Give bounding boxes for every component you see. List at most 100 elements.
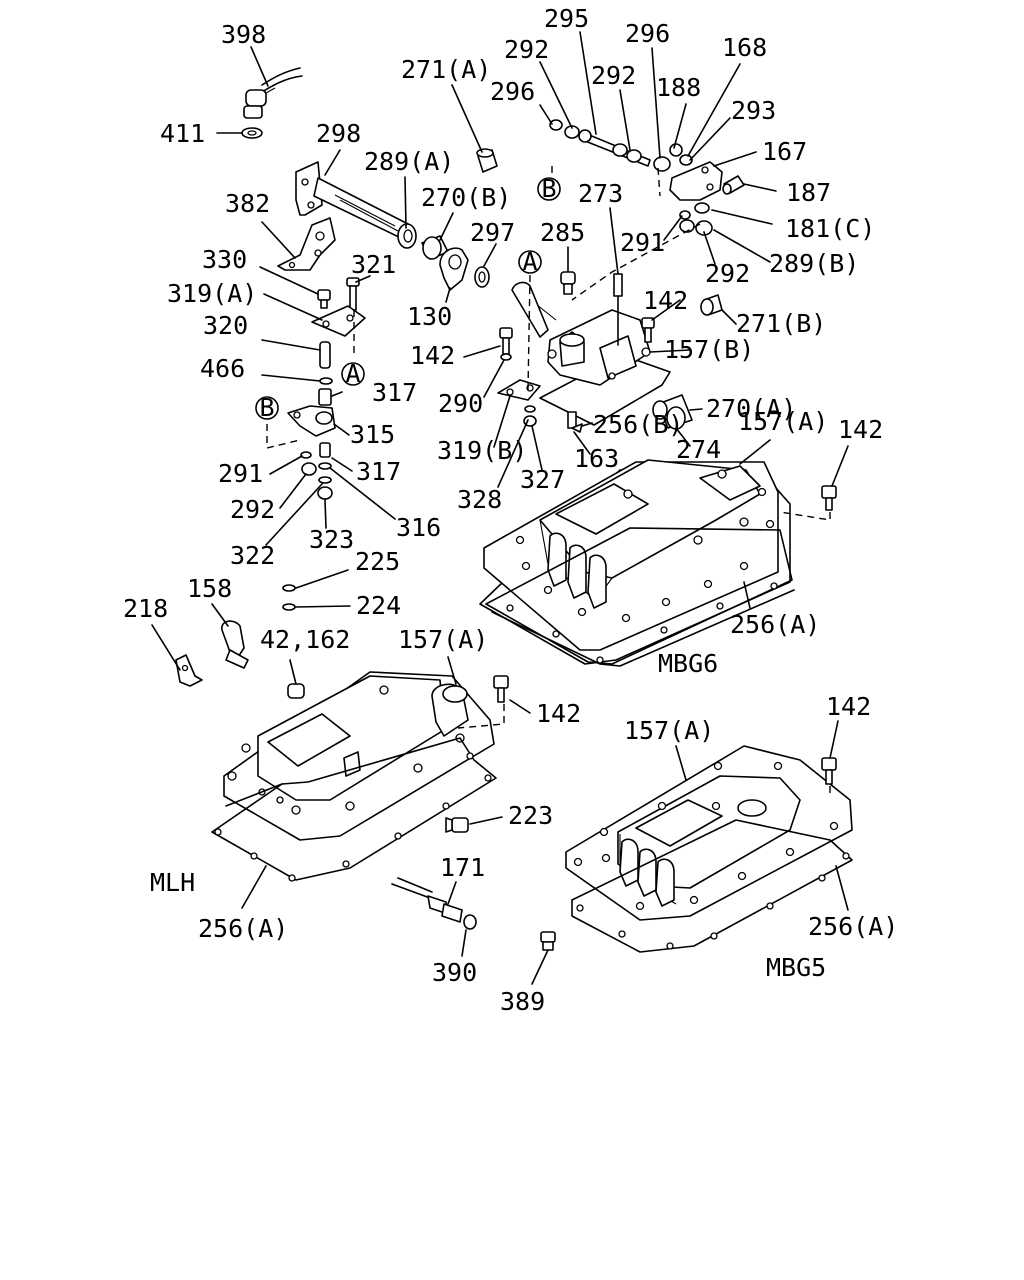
label-42-162: 42,162 xyxy=(260,625,350,654)
label-271b: 271(B) xyxy=(736,309,826,338)
label-328: 328 xyxy=(457,485,502,514)
washer-224-drawing xyxy=(282,603,296,611)
label-157a-mbg5: 157(A) xyxy=(624,716,714,745)
label-270b: 270(B) xyxy=(421,183,511,212)
label-256a-mbg6: 256(A) xyxy=(730,610,820,639)
label-171: 171 xyxy=(440,853,485,882)
label-298: 298 xyxy=(316,119,361,148)
washer-316-drawing xyxy=(318,462,332,470)
label-297: 297 xyxy=(470,218,515,247)
label-319a: 319(A) xyxy=(167,279,257,308)
label-296-left: 296 xyxy=(490,77,535,106)
pin-187-drawing xyxy=(722,175,745,195)
washer-291-drawing xyxy=(679,210,691,220)
label-382: 382 xyxy=(225,189,270,218)
bolt-142-left-drawing xyxy=(499,327,513,355)
clamp-158-drawing xyxy=(221,620,249,669)
label-319b: 319(B) xyxy=(437,436,527,465)
callout-a-left: A xyxy=(341,359,365,388)
label-181c: 181(C) xyxy=(785,214,875,243)
label-330: 330 xyxy=(202,245,247,274)
plug-389-drawing xyxy=(540,931,556,951)
label-317-upper: 317 xyxy=(372,378,417,407)
washer-225-drawing xyxy=(282,584,296,592)
washer-291-left-drawing xyxy=(300,451,312,459)
label-142-upper: 142 xyxy=(643,286,688,315)
washer-390-drawing xyxy=(463,914,477,930)
bolt-142-mbg6-drawing xyxy=(821,485,837,511)
label-157a-mbg6: 157(A) xyxy=(738,407,828,436)
bolt-142-mbg5-drawing xyxy=(821,757,837,785)
label-291-right: 291 xyxy=(620,228,665,257)
label-292-right: 292 xyxy=(705,259,750,288)
label-389: 389 xyxy=(500,987,545,1016)
nut-323-drawing xyxy=(317,486,333,500)
label-398: 398 xyxy=(221,20,266,49)
bracket-167-drawing xyxy=(669,161,723,201)
bushing-271b-drawing xyxy=(700,294,723,316)
label-327: 327 xyxy=(520,465,565,494)
label-289a: 289(A) xyxy=(364,147,454,176)
label-466: 466 xyxy=(200,354,245,383)
label-321: 321 xyxy=(351,250,396,279)
callout-a-upper: A xyxy=(518,247,542,276)
pin-163-drawing xyxy=(567,411,583,433)
callout-b-left: B xyxy=(255,393,279,422)
label-256b: 256(B) xyxy=(593,410,683,439)
plate-319b-drawing xyxy=(497,379,541,401)
bolt-321-drawing xyxy=(346,277,360,311)
sensor-171-drawing xyxy=(391,877,463,923)
shift-tower-157b-drawing xyxy=(511,281,671,426)
part-labels: 398 411 298 289(A) 271(A) 296 292 295 29… xyxy=(123,4,898,1016)
label-188: 188 xyxy=(656,73,701,102)
label-130: 130 xyxy=(407,302,452,331)
pin-320-drawing xyxy=(319,341,331,369)
label-293: 293 xyxy=(731,96,776,125)
label-290: 290 xyxy=(438,389,483,418)
label-315: 315 xyxy=(350,420,395,449)
label-291-left: 291 xyxy=(218,459,263,488)
svg-text:B: B xyxy=(541,174,556,203)
label-320: 320 xyxy=(203,311,248,340)
label-142-left: 142 xyxy=(410,341,455,370)
label-167: 167 xyxy=(762,137,807,166)
label-292-top: 292 xyxy=(504,35,549,64)
label-273: 273 xyxy=(578,179,623,208)
yoke-130-drawing xyxy=(439,247,469,291)
lever-315-drawing xyxy=(287,405,336,437)
label-322: 322 xyxy=(230,541,275,570)
dashed-connections xyxy=(266,166,831,796)
label-225: 225 xyxy=(355,547,400,576)
label-411: 411 xyxy=(160,119,205,148)
ring-297-drawing xyxy=(474,266,490,288)
washer-322-drawing xyxy=(318,476,332,484)
cover-mbg6-drawing xyxy=(479,459,791,665)
gasket-mbg5-drawing xyxy=(571,819,853,953)
label-mbg6: MBG6 xyxy=(658,649,718,678)
label-292-mid: 292 xyxy=(591,61,636,90)
label-187: 187 xyxy=(786,178,831,207)
label-163: 163 xyxy=(574,444,619,473)
leader-lines xyxy=(151,31,849,985)
label-323: 323 xyxy=(309,525,354,554)
label-256a-mlh: 256(A) xyxy=(198,914,288,943)
label-316: 316 xyxy=(396,513,441,542)
cover-mlh-drawing xyxy=(223,671,495,841)
plate-319a-drawing xyxy=(311,305,366,337)
label-mbg5: MBG5 xyxy=(766,953,826,982)
nut-292-left-drawing xyxy=(301,462,317,476)
label-390: 390 xyxy=(432,958,477,987)
label-256a-mbg5: 256(A) xyxy=(808,912,898,941)
label-168: 168 xyxy=(722,33,767,62)
svg-text:A: A xyxy=(522,247,537,276)
washer-290-drawing xyxy=(500,353,512,361)
rod-295-drawing xyxy=(549,119,693,172)
svg-text:B: B xyxy=(259,393,274,422)
bolt-142-mlh-drawing xyxy=(493,675,509,703)
plug-285-drawing xyxy=(560,271,576,295)
label-157b: 157(B) xyxy=(664,335,754,364)
label-285: 285 xyxy=(540,218,585,247)
bracket-382-drawing xyxy=(277,217,336,271)
washer-466-drawing xyxy=(319,377,333,385)
